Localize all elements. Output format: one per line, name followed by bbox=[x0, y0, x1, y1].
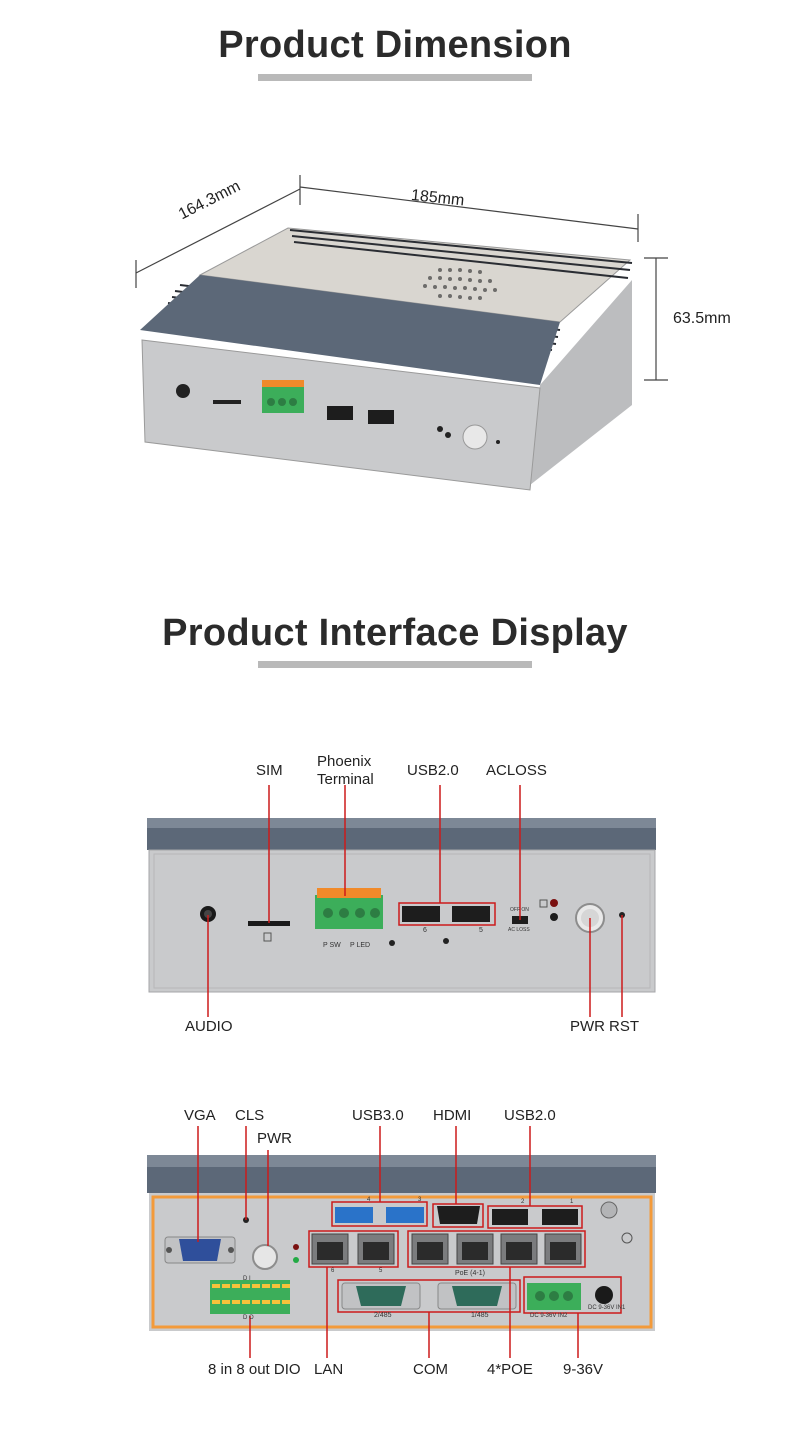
label-com: COM bbox=[413, 1361, 448, 1378]
panel-text-dc-in1: DC 9-36V IN1 bbox=[588, 1305, 626, 1311]
label-phoenix-2: Terminal bbox=[317, 771, 374, 788]
panel-text-psw: P SW bbox=[323, 942, 341, 949]
section-underline-dimension bbox=[258, 74, 532, 81]
front-panel-illustration bbox=[147, 785, 656, 1017]
panel-text-usb2-1: 1 bbox=[570, 1199, 574, 1205]
panel-text-com2: 2/485 bbox=[374, 1312, 392, 1319]
label-front-pwr: PWR bbox=[570, 1018, 605, 1035]
panel-text-com1: 1/485 bbox=[471, 1312, 489, 1319]
rear-panel-illustration bbox=[147, 1126, 656, 1358]
label-vga: VGA bbox=[184, 1107, 216, 1124]
label-poe: 4*POE bbox=[487, 1361, 533, 1378]
panel-text-poe: PoE (4-1) bbox=[455, 1270, 485, 1277]
label-front-usb20: USB2.0 bbox=[407, 762, 459, 779]
label-hdmi: HDMI bbox=[433, 1107, 472, 1124]
dimension-lines bbox=[135, 175, 668, 381]
label-acloss: ACLOSS bbox=[486, 762, 547, 779]
panel-text-di: D I bbox=[243, 1276, 251, 1282]
label-rear-pwr: PWR bbox=[257, 1130, 292, 1147]
label-phoenix-1: Phoenix bbox=[317, 753, 372, 770]
panel-text-offon: OFF ON bbox=[510, 907, 529, 913]
panel-text-usb2-2: 2 bbox=[521, 1199, 525, 1205]
label-rst: RST bbox=[609, 1018, 639, 1035]
section-title-dimension: Product Dimension bbox=[218, 24, 572, 66]
panel-text-lan5: 5 bbox=[379, 1268, 383, 1274]
dimension-height: 63.5mm bbox=[673, 310, 731, 327]
section-underline-interface bbox=[258, 661, 532, 668]
panel-text-usb6: 6 bbox=[423, 927, 427, 934]
label-dio: 8 in 8 out DIO bbox=[208, 1361, 301, 1378]
panel-text-dc-in2: DC 9-36V IN2 bbox=[530, 1313, 568, 1319]
panel-text-lan6: 6 bbox=[331, 1268, 335, 1274]
rear-callout-lines bbox=[197, 1126, 622, 1358]
panel-text-usb3-3: 3 bbox=[418, 1197, 422, 1203]
label-power-in: 9-36V bbox=[563, 1361, 604, 1378]
product-3d-illustration bbox=[135, 175, 668, 491]
panel-text-usb3-4: 4 bbox=[367, 1197, 371, 1203]
panel-text-usb5: 5 bbox=[479, 927, 483, 934]
label-cls: CLS bbox=[235, 1107, 265, 1124]
label-lan: LAN bbox=[314, 1361, 344, 1378]
label-rear-usb20: USB2.0 bbox=[504, 1107, 556, 1124]
panel-text-do: D O bbox=[243, 1315, 254, 1321]
front-callout-lines bbox=[207, 785, 623, 1017]
label-audio: AUDIO bbox=[185, 1018, 233, 1035]
label-sim: SIM bbox=[256, 762, 283, 779]
section-title-interface: Product Interface Display bbox=[162, 612, 628, 654]
panel-text-pled: P LED bbox=[350, 942, 371, 949]
panel-text-acloss: AC LOSS bbox=[508, 927, 530, 933]
label-usb30: USB3.0 bbox=[352, 1107, 404, 1124]
